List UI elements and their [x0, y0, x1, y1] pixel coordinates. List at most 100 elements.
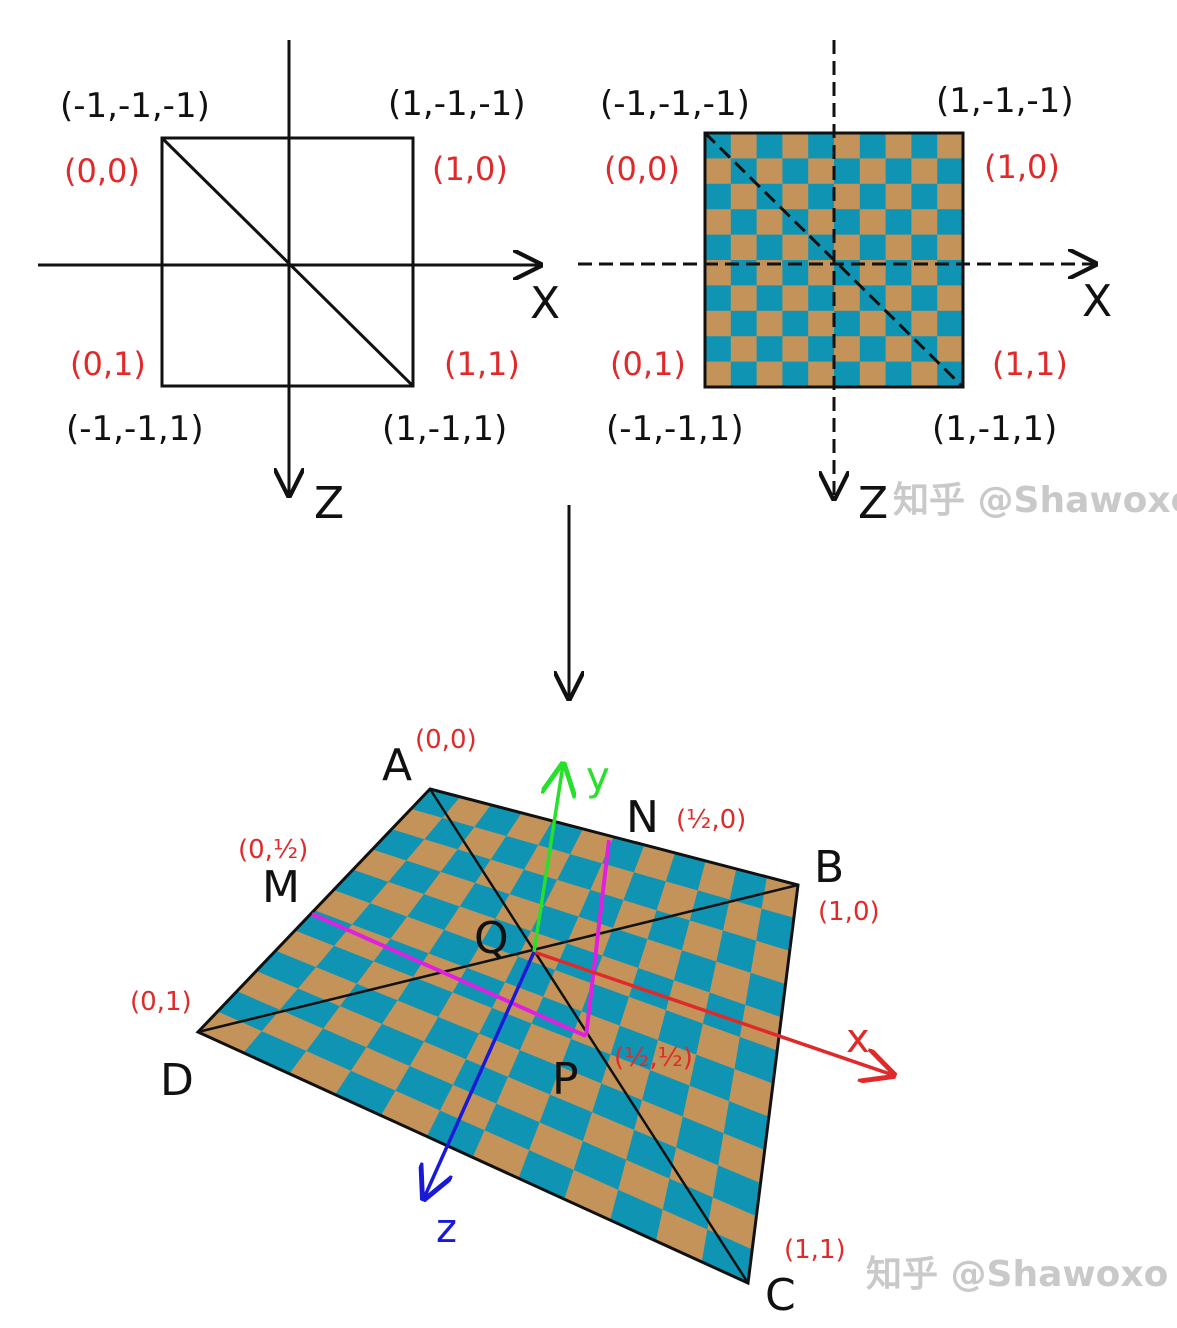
point-n-label: N [626, 792, 659, 843]
checker-tile [782, 183, 809, 210]
vertex-b-label: B [814, 842, 844, 893]
checker-tile [885, 183, 912, 210]
left-bl-world: (-1,-1,1) [66, 409, 204, 449]
checker-tile [730, 183, 758, 210]
checker-tile [782, 133, 809, 159]
checker-tile [782, 336, 809, 363]
checker-tile [885, 361, 912, 388]
checker-tile [859, 209, 887, 236]
checker-tile [937, 209, 964, 236]
checker-tile [705, 183, 732, 210]
checker-tile [859, 310, 887, 337]
checker-tile [730, 234, 758, 261]
x-axis-red [533, 950, 893, 1075]
left-tr-world: (1,-1,-1) [388, 84, 526, 124]
checker-tile [885, 285, 912, 312]
projected-checkerboard [197, 788, 799, 1284]
checker-tile [885, 234, 912, 261]
right-tr-uv: (1,0) [984, 148, 1060, 186]
checker-tile [705, 361, 732, 388]
checker-tile [808, 183, 835, 210]
checker-tile [911, 310, 938, 337]
checker-tile [808, 285, 835, 312]
right-watermark: 知乎 @Shawoxo [893, 480, 1177, 521]
vertex-d-label: D [160, 1055, 194, 1106]
checker-tile [782, 234, 809, 261]
checker-tile [782, 310, 809, 337]
checker-tile [859, 158, 887, 185]
y-axis-label: y [586, 754, 610, 800]
checker-tile [705, 336, 732, 363]
right-tr-world: (1,-1,-1) [936, 81, 1074, 121]
checker-tile [730, 336, 758, 363]
d-uv-label: (0,1) [130, 987, 192, 1017]
checker-tile [756, 234, 783, 261]
checker-tile [937, 285, 964, 312]
right-bl-uv: (0,1) [610, 345, 686, 383]
checker-tile [705, 209, 732, 236]
checker-tile [808, 209, 835, 236]
left-bl-uv: (0,1) [70, 345, 146, 383]
checker-tile [730, 285, 758, 312]
right-diagonal [703, 131, 965, 389]
right-br-world: (1,-1,1) [932, 409, 1057, 449]
checker-tile [730, 209, 758, 236]
right-bl-world: (-1,-1,1) [606, 409, 744, 449]
point-m-label: M [262, 862, 300, 913]
checker-tile [859, 234, 887, 261]
left-panel: (-1,-1,-1) (1,-1,-1) (0,0) (1,0) (0,1) (… [38, 40, 560, 529]
x-axis-label: x [846, 1016, 870, 1062]
checker-tile [705, 234, 732, 261]
checker-tile [756, 133, 783, 159]
left-tr-uv: (1,0) [432, 150, 508, 188]
checker-tile [911, 183, 938, 210]
left-br-uv: (1,1) [444, 345, 520, 383]
checker-tile [730, 133, 758, 159]
point-q-label: Q [474, 913, 509, 964]
checker-tile [937, 234, 964, 261]
checker-tile [730, 361, 758, 388]
checker-tile [937, 310, 964, 337]
checker-tile [756, 361, 783, 388]
right-checkerboard [705, 133, 964, 388]
checker-tile [756, 209, 783, 236]
left-diagonal [160, 136, 415, 388]
y-axis-green [532, 765, 563, 953]
checker-tile [911, 133, 938, 159]
checker-tile [808, 361, 835, 388]
checker-tile [885, 158, 912, 185]
checker-tile [859, 361, 887, 388]
checker-tile [705, 285, 732, 312]
c-uv-label: (1,1) [784, 1235, 846, 1265]
z-axis-blue [424, 951, 536, 1198]
left-tl-world: (-1,-1,-1) [60, 86, 210, 126]
checker-tile [859, 336, 887, 363]
checker-tile [834, 133, 861, 159]
checker-tile [937, 336, 964, 363]
checker-tile [885, 133, 912, 159]
checker-tile [834, 234, 861, 261]
checker-tile [911, 158, 938, 185]
bottom-watermark: 知乎 @Shawoxo [866, 1254, 1168, 1295]
left-br-world: (1,-1,1) [382, 409, 507, 449]
checker-tile [705, 310, 732, 337]
checker-tile [834, 310, 861, 337]
checker-tile [859, 133, 887, 159]
checker-tile [808, 310, 835, 337]
right-tl-world: (-1,-1,-1) [600, 84, 750, 124]
z-axis-label: z [436, 1206, 457, 1252]
b-uv-label: (1,0) [818, 897, 880, 927]
np-line [584, 839, 611, 1037]
checker-tile [808, 336, 835, 363]
checker-tile [782, 285, 809, 312]
checker-tile [834, 183, 861, 210]
checker-tile [834, 336, 861, 363]
left-x-axis-label: X [530, 278, 560, 329]
diagonal-ac [428, 788, 750, 1284]
p-uv-label: (½,½) [614, 1043, 693, 1073]
checker-tile [756, 336, 783, 363]
checker-tile [885, 336, 912, 363]
mp-line [311, 912, 587, 1038]
a-uv-label: (0,0) [415, 725, 477, 755]
